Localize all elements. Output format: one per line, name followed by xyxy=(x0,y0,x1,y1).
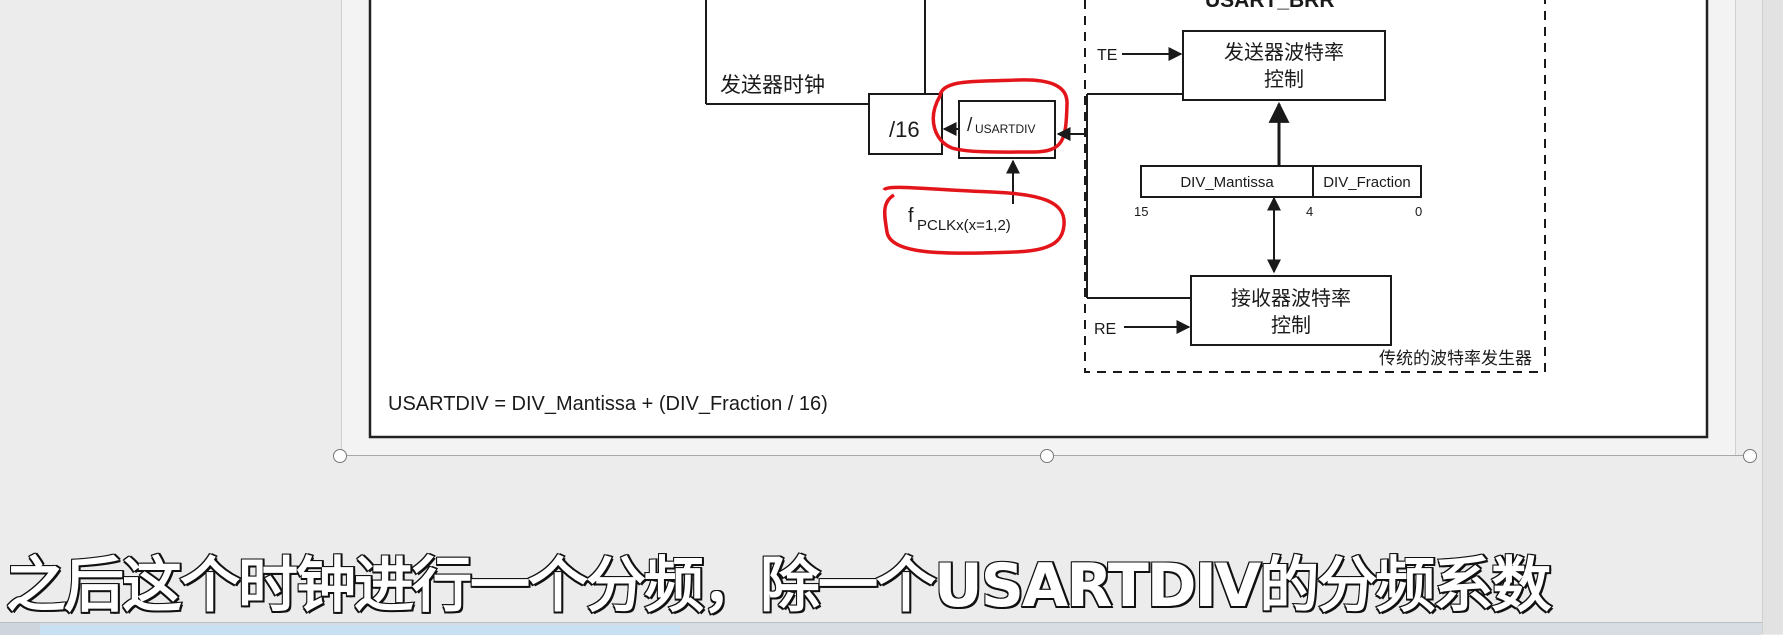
tx-baud-line2: 控制 xyxy=(1264,67,1304,91)
bottom-strip-left-tab[interactable] xyxy=(0,623,40,635)
div16-label: /16 xyxy=(889,117,920,142)
rx-baud-line1: 接收器波特率 xyxy=(1231,286,1351,310)
register-title: USART_BRR xyxy=(1205,0,1335,12)
diagram-image[interactable]: 发送器时钟 /16 / USARTDIV f PCLKx(x=1,2) USAR… xyxy=(341,0,1736,456)
bit15-label: 15 xyxy=(1134,204,1148,219)
div16-box xyxy=(868,93,943,155)
resize-handle-bottom-center[interactable] xyxy=(1040,449,1054,463)
re-label: RE xyxy=(1094,321,1116,338)
usart-baud-rate-diagram: 发送器时钟 /16 / USARTDIV f PCLKx(x=1,2) USAR… xyxy=(368,0,1709,439)
selection-edge-bottom-left xyxy=(347,455,1041,456)
tx-clock-label: 发送器时钟 xyxy=(720,73,825,97)
bit0-label: 0 xyxy=(1415,204,1422,219)
te-label: TE xyxy=(1097,47,1117,64)
bit4-label: 4 xyxy=(1306,204,1313,219)
rx-baud-control-box xyxy=(1190,275,1392,346)
diagram-frame xyxy=(368,0,1709,439)
red-circle-pclk xyxy=(882,185,1066,255)
resize-handle-bottom-left[interactable] xyxy=(333,449,347,463)
mantissa-label: DIV_Mantissa xyxy=(1180,174,1274,191)
selection-edge-bottom-right xyxy=(1054,455,1743,456)
generator-label: 传统的波特率发生器 xyxy=(1379,349,1532,369)
tx-baud-line1: 发送器波特率 xyxy=(1224,40,1344,64)
vertical-scrollbar[interactable] xyxy=(1762,0,1783,634)
tx-baud-control-box xyxy=(1182,30,1386,101)
usartdiv-formula: USARTDIV = DIV_Mantissa + (DIV_Fraction … xyxy=(388,393,828,415)
resize-handle-bottom-right[interactable] xyxy=(1743,449,1757,463)
generator-feedback-wiring xyxy=(1086,93,1191,299)
video-subtitle: 之后这个时钟进行一个分频，除一个USARTDIV的分频系数 xyxy=(5,550,1552,622)
usartdiv-prefix: / xyxy=(967,115,973,136)
pclk-sub: PCLKx(x=1,2) xyxy=(917,217,1011,234)
rx-baud-line2: 控制 xyxy=(1271,313,1311,337)
div-fraction-field xyxy=(1312,165,1422,198)
pclk-main: f xyxy=(908,205,914,227)
bottom-status-strip xyxy=(0,622,1762,635)
bottom-strip-active-area[interactable] xyxy=(40,625,680,635)
usartdiv-label: USARTDIV xyxy=(975,122,1035,136)
fraction-label: DIV_Fraction xyxy=(1323,174,1411,191)
